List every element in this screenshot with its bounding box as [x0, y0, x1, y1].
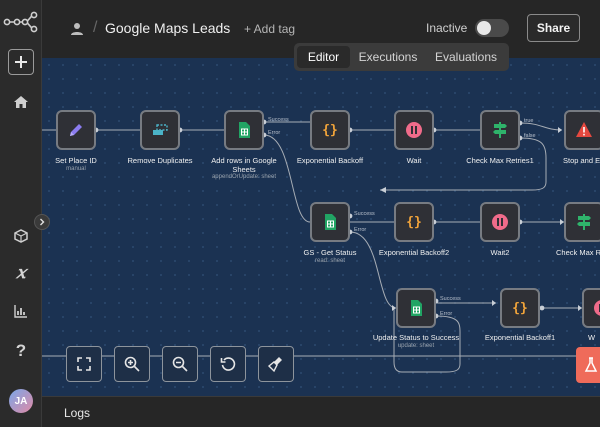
port-label-error: Error — [268, 130, 281, 136]
node-label: Add rows in Google Sheets — [211, 156, 277, 174]
n8n-logo-icon[interactable] — [3, 10, 39, 34]
node-label: Set Place ID — [55, 156, 97, 165]
code-braces-icon: {} — [406, 214, 422, 230]
sidebar-item-insights[interactable] — [9, 299, 33, 323]
node-label: Exponential Backoff1 — [484, 333, 556, 342]
collapse-sidebar-button[interactable] — [34, 214, 50, 230]
node-label: Wait2 — [490, 248, 510, 257]
sidebar-item-home[interactable] — [9, 90, 33, 114]
tidy-up-icon — [267, 357, 282, 373]
sidebar-item-templates[interactable] — [9, 224, 33, 248]
node-gs-get-status[interactable] — [310, 202, 350, 242]
home-icon — [14, 96, 28, 108]
port-label-true: true — [524, 118, 534, 124]
view-tabs: Editor Executions Evaluations — [294, 43, 509, 71]
fit-view-icon — [77, 357, 91, 371]
zoom-in-button[interactable] — [114, 346, 150, 382]
sidebar-item-variables[interactable]: 𝑥 — [9, 261, 33, 285]
node-label: Exponential Backoff — [296, 156, 364, 165]
node-label: Check Max Re — [556, 248, 600, 257]
node-subtitle: manual — [66, 166, 86, 172]
avatar[interactable]: JA — [9, 389, 33, 413]
pause-icon — [406, 122, 422, 138]
reset-zoom-icon — [220, 357, 236, 371]
flask-icon — [584, 357, 598, 372]
google-sheets-icon — [411, 300, 422, 316]
node-exponential-backoff2[interactable]: {} — [394, 202, 434, 242]
status-label: Inactive — [426, 21, 468, 35]
zoom-in-icon — [124, 356, 140, 372]
pause-icon — [594, 300, 600, 316]
node-exponential-backoff1[interactable]: {} — [500, 288, 540, 328]
tidy-up-button[interactable] — [258, 346, 294, 382]
google-sheets-icon — [325, 214, 336, 230]
workflow-title[interactable]: Google Maps Leads — [105, 20, 231, 36]
code-braces-icon: {} — [322, 122, 338, 138]
tab-evaluations[interactable]: Evaluations — [434, 50, 498, 64]
node-check-max-retries[interactable] — [564, 202, 600, 242]
port-label-error: Error — [354, 227, 367, 233]
help-icon: ? — [15, 341, 27, 360]
node-label: Stop and Er — [563, 156, 600, 165]
warning-icon — [576, 122, 592, 137]
sidebar-item-help[interactable]: ? — [9, 339, 33, 363]
add-tag-button[interactable]: + Add tag — [244, 22, 296, 36]
node-label: Check Max Retries1 — [466, 156, 534, 165]
node-label: GS - Get Status — [303, 248, 357, 257]
dedupe-icon — [153, 124, 168, 135]
google-sheets-icon — [239, 122, 250, 138]
workflow-canvas[interactable]: Set Place ID manual Remove Duplicates Su… — [42, 58, 600, 396]
node-set-place-id[interactable] — [56, 110, 96, 150]
test-workflow-button[interactable] — [576, 347, 600, 383]
node-add-rows[interactable] — [224, 110, 264, 150]
tab-executions[interactable]: Executions — [358, 50, 418, 64]
node-exponential-backoff[interactable]: {} — [310, 110, 350, 150]
add-workflow-button[interactable] — [8, 49, 34, 75]
logs-label[interactable]: Logs — [64, 406, 91, 420]
pause-icon — [492, 214, 508, 230]
sidebar: 𝑥 ? JA — [0, 0, 42, 427]
node-wait-partial[interactable] — [582, 288, 600, 328]
node-wait[interactable] — [394, 110, 434, 150]
node-label: W — [588, 333, 596, 342]
node-stop-and-error[interactable] — [564, 110, 600, 150]
toggle-knob — [477, 21, 491, 35]
share-button[interactable]: Share — [527, 14, 580, 42]
signpost-icon — [493, 122, 507, 138]
variables-icon: 𝑥 — [16, 263, 26, 283]
node-label: Exponential Backoff2 — [378, 248, 450, 257]
box-icon — [14, 229, 28, 243]
pencil-icon — [70, 124, 82, 136]
port-label-success: Success — [354, 211, 375, 217]
node-update-status[interactable] — [396, 288, 436, 328]
port-label-success: Success — [268, 117, 289, 123]
fit-view-button[interactable] — [66, 346, 102, 382]
node-remove-duplicates[interactable] — [140, 110, 180, 150]
chevron-right-icon — [40, 218, 45, 226]
node-subtitle: update: sheet — [397, 343, 435, 349]
logs-panel[interactable]: Logs — [42, 396, 600, 427]
plus-icon — [15, 56, 27, 68]
signpost-icon — [577, 214, 591, 230]
node-subtitle: read: sheet — [314, 258, 346, 264]
node-label: Update Status to Success — [372, 333, 460, 342]
zoom-out-button[interactable] — [162, 346, 198, 382]
node-wait2[interactable] — [480, 202, 520, 242]
node-label: Remove Duplicates — [127, 156, 193, 165]
node-check-max-retries1[interactable] — [480, 110, 520, 150]
user-icon — [71, 23, 83, 35]
port-label-success: Success — [440, 296, 461, 302]
zoom-out-icon — [172, 356, 188, 372]
activate-toggle[interactable] — [475, 19, 509, 37]
node-subtitle: appendOrUpdate: sheet — [211, 174, 277, 180]
port-label-error: Error — [440, 311, 453, 317]
insights-icon — [14, 305, 27, 318]
code-braces-icon: {} — [512, 300, 528, 316]
node-label: Wait — [406, 156, 422, 165]
port-label-false: false — [524, 133, 536, 139]
reset-zoom-button[interactable] — [210, 346, 246, 382]
tab-editor[interactable]: Editor — [297, 46, 350, 68]
breadcrumb-separator: / — [93, 19, 98, 36]
